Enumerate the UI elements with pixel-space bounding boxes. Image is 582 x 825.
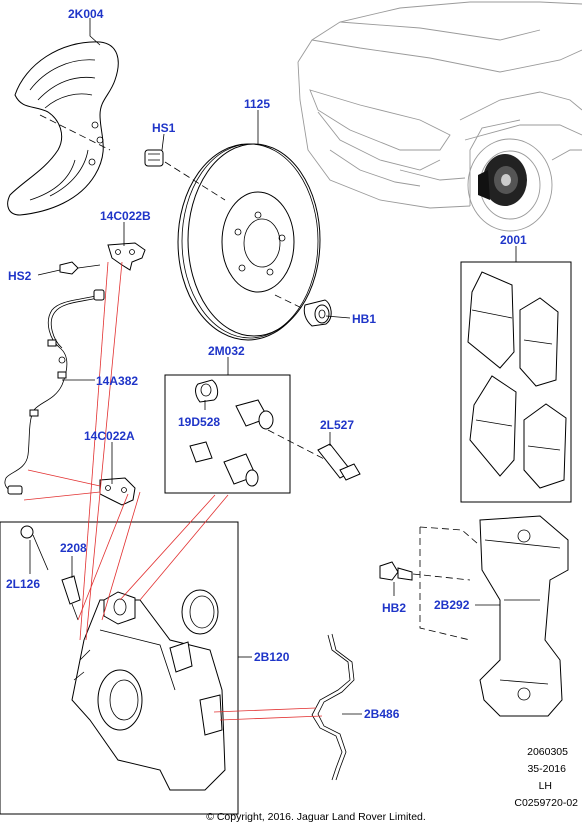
copyright-notice: © Copyright, 2016. Jaguar Land Rover Lim… bbox=[206, 811, 426, 823]
label-hb1: HB1 bbox=[352, 312, 376, 326]
label-2k004: 2K004 bbox=[68, 7, 104, 21]
label-2l527: 2L527 bbox=[320, 418, 354, 432]
label-hs2: HS2 bbox=[8, 269, 32, 283]
bolt-hb2 bbox=[379, 561, 413, 581]
brake-pads bbox=[467, 271, 567, 489]
guide-pin-kit-box bbox=[164, 374, 291, 494]
vehicle-illustration bbox=[297, 1, 582, 232]
meta-line-3: LH bbox=[539, 780, 552, 792]
bleed-screw bbox=[20, 525, 49, 571]
meta-line-4: C0259720-02 bbox=[514, 797, 578, 809]
label-2m032: 2M032 bbox=[208, 344, 245, 358]
guide-pin-kit bbox=[189, 379, 274, 487]
label-14a382: 14A382 bbox=[96, 374, 138, 388]
bolt-hs2 bbox=[59, 261, 101, 275]
piston-seal bbox=[181, 589, 219, 635]
sensor-cable bbox=[4, 289, 105, 495]
caliper-box bbox=[0, 521, 239, 815]
bolt-hb1 bbox=[303, 299, 332, 327]
reference-leaders bbox=[23, 261, 323, 721]
label-hs1: HS1 bbox=[152, 121, 176, 135]
meta-line-1: 2060305 bbox=[527, 746, 568, 758]
caliper-carrier bbox=[479, 515, 569, 717]
guide-pin-2l527 bbox=[317, 443, 361, 481]
label-hb2: HB2 bbox=[382, 601, 406, 615]
bleed-nipple-2208 bbox=[61, 575, 81, 621]
label-leaders bbox=[29, 18, 517, 715]
bracket-14c022a bbox=[99, 477, 136, 506]
label-2l126: 2L126 bbox=[6, 577, 40, 591]
vehicle-brake-highlight bbox=[478, 154, 527, 206]
anti-rattle-spring bbox=[311, 633, 355, 781]
label-19d528: 19D528 bbox=[178, 415, 220, 429]
label-2b120: 2B120 bbox=[254, 650, 290, 664]
label-2208: 2208 bbox=[60, 541, 87, 555]
bracket-14c022b bbox=[107, 242, 146, 271]
label-2001: 2001 bbox=[500, 233, 527, 247]
label-14c022a: 14C022A bbox=[84, 429, 135, 443]
label-2b486: 2B486 bbox=[364, 707, 400, 721]
label-14c022b: 14C022B bbox=[100, 209, 151, 223]
brake-disc bbox=[177, 143, 321, 341]
label-1125: 1125 bbox=[244, 97, 270, 111]
meta-line-2: 35-2016 bbox=[527, 763, 566, 775]
bolt-hs1 bbox=[144, 149, 164, 167]
dust-shield bbox=[7, 41, 119, 216]
caliper bbox=[71, 591, 226, 791]
label-2b292: 2B292 bbox=[434, 598, 470, 612]
